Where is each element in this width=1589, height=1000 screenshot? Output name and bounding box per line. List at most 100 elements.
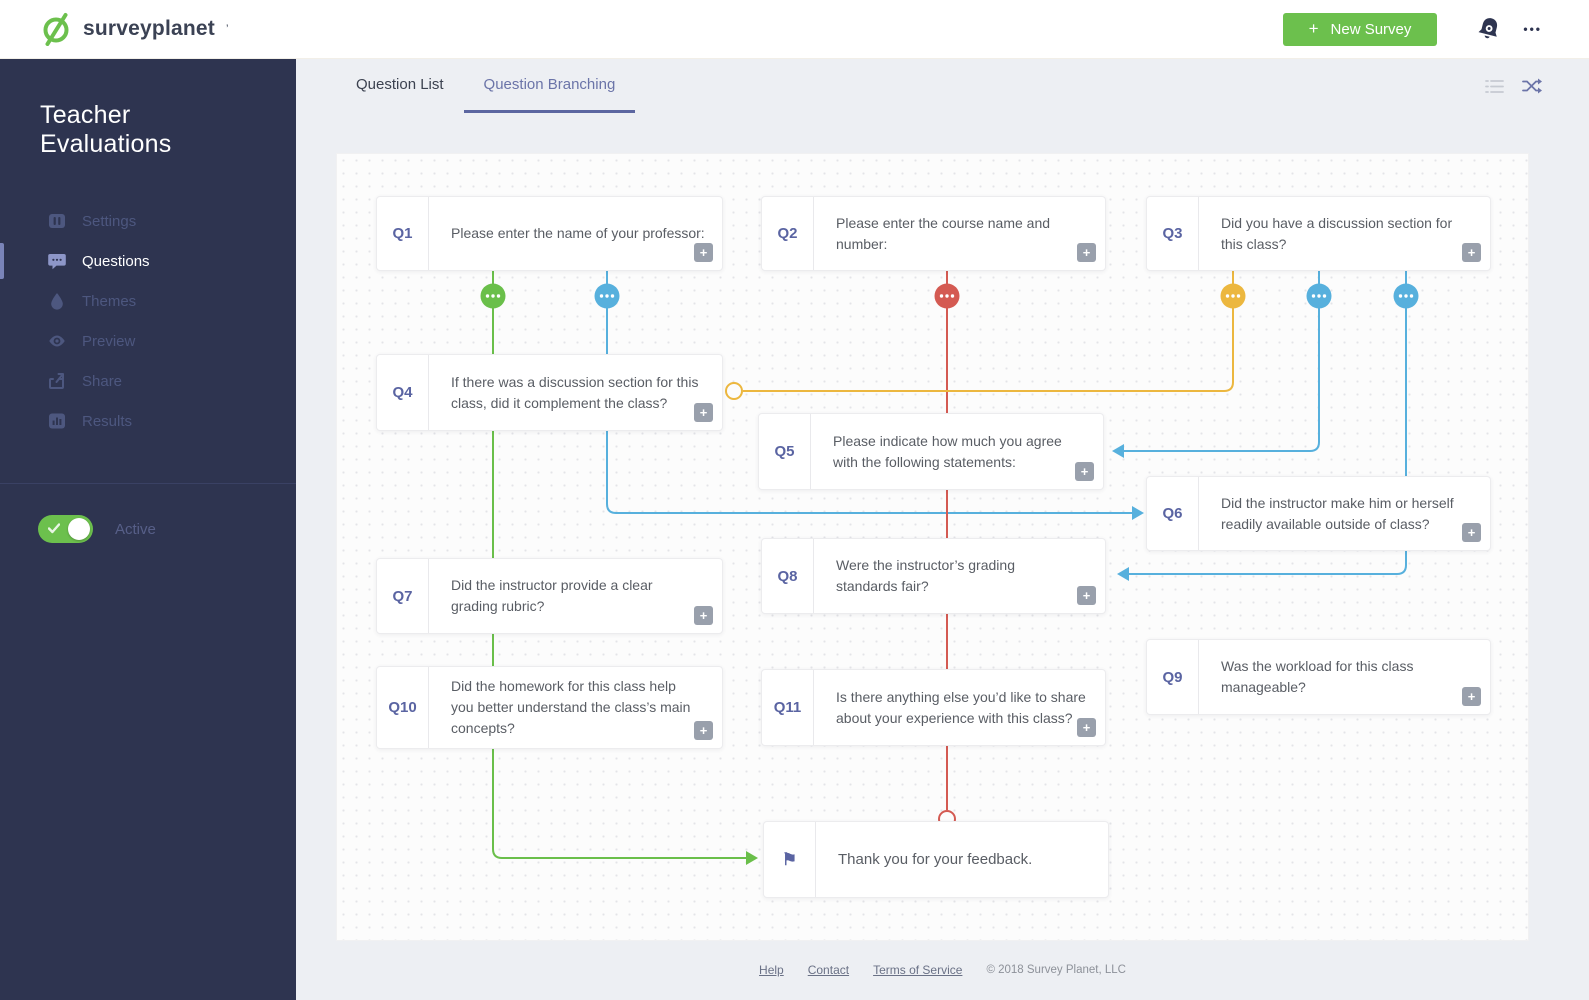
footer-link-contact[interactable]: Contact [807, 963, 850, 977]
question-card-q9[interactable]: Q9 Was the workload for this class manag… [1146, 639, 1491, 715]
branch-connector-dot-green[interactable] [480, 283, 506, 309]
app-header: surveyplanet ’ + New Survey ••• [0, 0, 1589, 59]
tab-bar: Question List Question Branching [296, 59, 1589, 113]
toggle-knob [68, 518, 90, 540]
footer-link-terms[interactable]: Terms of Service [873, 963, 963, 977]
branch-line-blue-q8 [1128, 271, 1407, 575]
arrow-into-end-card [746, 851, 758, 865]
question-number: Q4 [377, 355, 429, 430]
arrow-into-q5 [1112, 444, 1124, 458]
arrow-into-q6 [1132, 506, 1144, 520]
question-text: Is there anything else you’d like to sha… [836, 688, 1086, 726]
sidebar-item-themes[interactable]: Themes [0, 281, 296, 321]
branching-canvas: Q1 Please enter the name of your profess… [336, 153, 1529, 941]
branch-line-blue-q6 [606, 271, 1133, 514]
question-card-q2[interactable]: Q2 Please enter the course name and numb… [761, 196, 1106, 271]
surveyplanet-logo[interactable]: surveyplanet ’ [40, 12, 228, 46]
sidebar-item-settings[interactable]: Settings [0, 201, 296, 241]
question-card-q5[interactable]: Q5 Please indicate how much you agree wi… [758, 413, 1104, 490]
branch-connector-dot-red[interactable] [934, 283, 960, 309]
branch-line-blue-q5 [1123, 271, 1320, 452]
question-text: Did you have a discussion section for th… [1221, 214, 1453, 252]
branch-connector-dot-blue[interactable] [1393, 283, 1419, 309]
arrow-into-q8 [1117, 567, 1129, 581]
question-card-q4[interactable]: Q4 If there was a discussion section for… [376, 354, 723, 431]
logo-trademark: ’ [225, 23, 229, 35]
question-text: Was the workload for this class manageab… [1221, 658, 1414, 695]
footer: Help Contact Terms of Service © 2018 Sur… [296, 963, 1589, 977]
branch-connector-dot-blue[interactable] [1306, 283, 1332, 309]
question-card-q10[interactable]: Q10 Did the homework for this class help… [376, 666, 723, 749]
sidebar-nav: Settings Questions Themes Preview Share [0, 201, 296, 441]
question-text: Did the instructor make him or herself r… [1221, 494, 1454, 532]
question-text: Please enter the name of your professor: [451, 225, 705, 241]
question-card-q6[interactable]: Q6 Did the instructor make him or hersel… [1146, 476, 1491, 551]
question-card-q3[interactable]: Q3 Did you have a discussion section for… [1146, 196, 1491, 271]
question-number: Q5 [759, 414, 811, 489]
add-branch-button[interactable]: + [1462, 523, 1481, 542]
new-survey-button[interactable]: + New Survey [1282, 12, 1438, 46]
sidebar-item-label: Themes [82, 292, 137, 310]
toggle-label: Active [115, 520, 156, 538]
copyright-text: © 2018 Survey Planet, LLC [986, 964, 1126, 976]
sidebar: Teacher Evaluations Settings Questions T… [0, 59, 296, 1000]
check-icon [48, 523, 60, 534]
sidebar-item-results[interactable]: Results [0, 401, 296, 441]
sidebar-item-questions[interactable]: Questions [0, 241, 296, 281]
question-text: If there was a discussion section for th… [451, 373, 699, 411]
notifications-bell-icon[interactable] [1477, 16, 1501, 42]
logo-wordmark: surveyplanet [83, 17, 215, 40]
branching-view-icon[interactable] [1522, 78, 1542, 94]
branch-connector-dot-yellow[interactable] [1220, 283, 1246, 309]
add-branch-button[interactable]: + [1462, 243, 1481, 262]
add-branch-button[interactable]: + [1075, 462, 1094, 481]
question-number: Q2 [762, 197, 814, 270]
branch-connector-dot-blue[interactable] [594, 283, 620, 309]
question-card-q1[interactable]: Q1 Please enter the name of your profess… [376, 196, 723, 271]
footer-link-help[interactable]: Help [759, 963, 784, 977]
question-card-q7[interactable]: Q7 Did the instructor provide a clear gr… [376, 558, 723, 634]
add-branch-button[interactable]: + [694, 606, 713, 625]
list-view-icon[interactable] [1485, 79, 1504, 94]
question-text: Please enter the course name and number: [836, 214, 1051, 252]
question-number: Q1 [377, 197, 429, 270]
add-branch-button[interactable]: + [694, 403, 713, 422]
add-branch-button[interactable]: + [694, 243, 713, 262]
question-text: Please indicate how much you agree with … [833, 432, 1062, 470]
question-number: Q6 [1147, 477, 1199, 550]
question-number: Q7 [377, 559, 429, 633]
branch-line-yellow [743, 271, 1234, 392]
main-content: Question List Question Branching [296, 59, 1589, 1000]
end-card[interactable]: ⚑ Thank you for your feedback. [763, 821, 1109, 898]
end-card-text: Thank you for your feedback. [838, 851, 1033, 868]
tab-question-list[interactable]: Question List [356, 76, 444, 93]
preview-icon [48, 332, 66, 350]
add-branch-button[interactable]: + [1462, 687, 1481, 706]
question-number: Q3 [1147, 197, 1199, 270]
yellow-endpoint-circle[interactable] [725, 382, 743, 400]
tab-question-branching[interactable]: Question Branching [463, 59, 636, 113]
survey-active-toggle[interactable] [38, 515, 93, 543]
question-number: Q9 [1147, 640, 1199, 714]
sidebar-item-preview[interactable]: Preview [0, 321, 296, 361]
question-card-q11[interactable]: Q11 Is there anything else you’d like to… [761, 669, 1106, 746]
question-text: Were the instructor’s grading standards … [836, 557, 1015, 594]
add-branch-button[interactable]: + [1077, 243, 1096, 262]
add-branch-button[interactable]: + [694, 721, 713, 740]
sidebar-divider [0, 483, 296, 484]
new-survey-label: New Survey [1330, 20, 1412, 38]
questions-icon [48, 252, 66, 270]
share-icon [48, 372, 66, 390]
branch-line-green [492, 271, 747, 859]
add-branch-button[interactable]: + [1077, 586, 1096, 605]
question-text: Did the instructor provide a clear gradi… [451, 577, 653, 614]
sidebar-item-label: Settings [82, 212, 137, 230]
more-menu-button[interactable]: ••• [1523, 22, 1542, 36]
question-text: Did the homework for this class help you… [451, 678, 691, 736]
question-card-q8[interactable]: Q8 Were the instructor’s grading standar… [761, 538, 1106, 614]
themes-icon [48, 292, 66, 310]
settings-icon [48, 212, 66, 230]
sidebar-item-share[interactable]: Share [0, 361, 296, 401]
plus-icon: + [1308, 19, 1319, 38]
add-branch-button[interactable]: + [1077, 718, 1096, 737]
